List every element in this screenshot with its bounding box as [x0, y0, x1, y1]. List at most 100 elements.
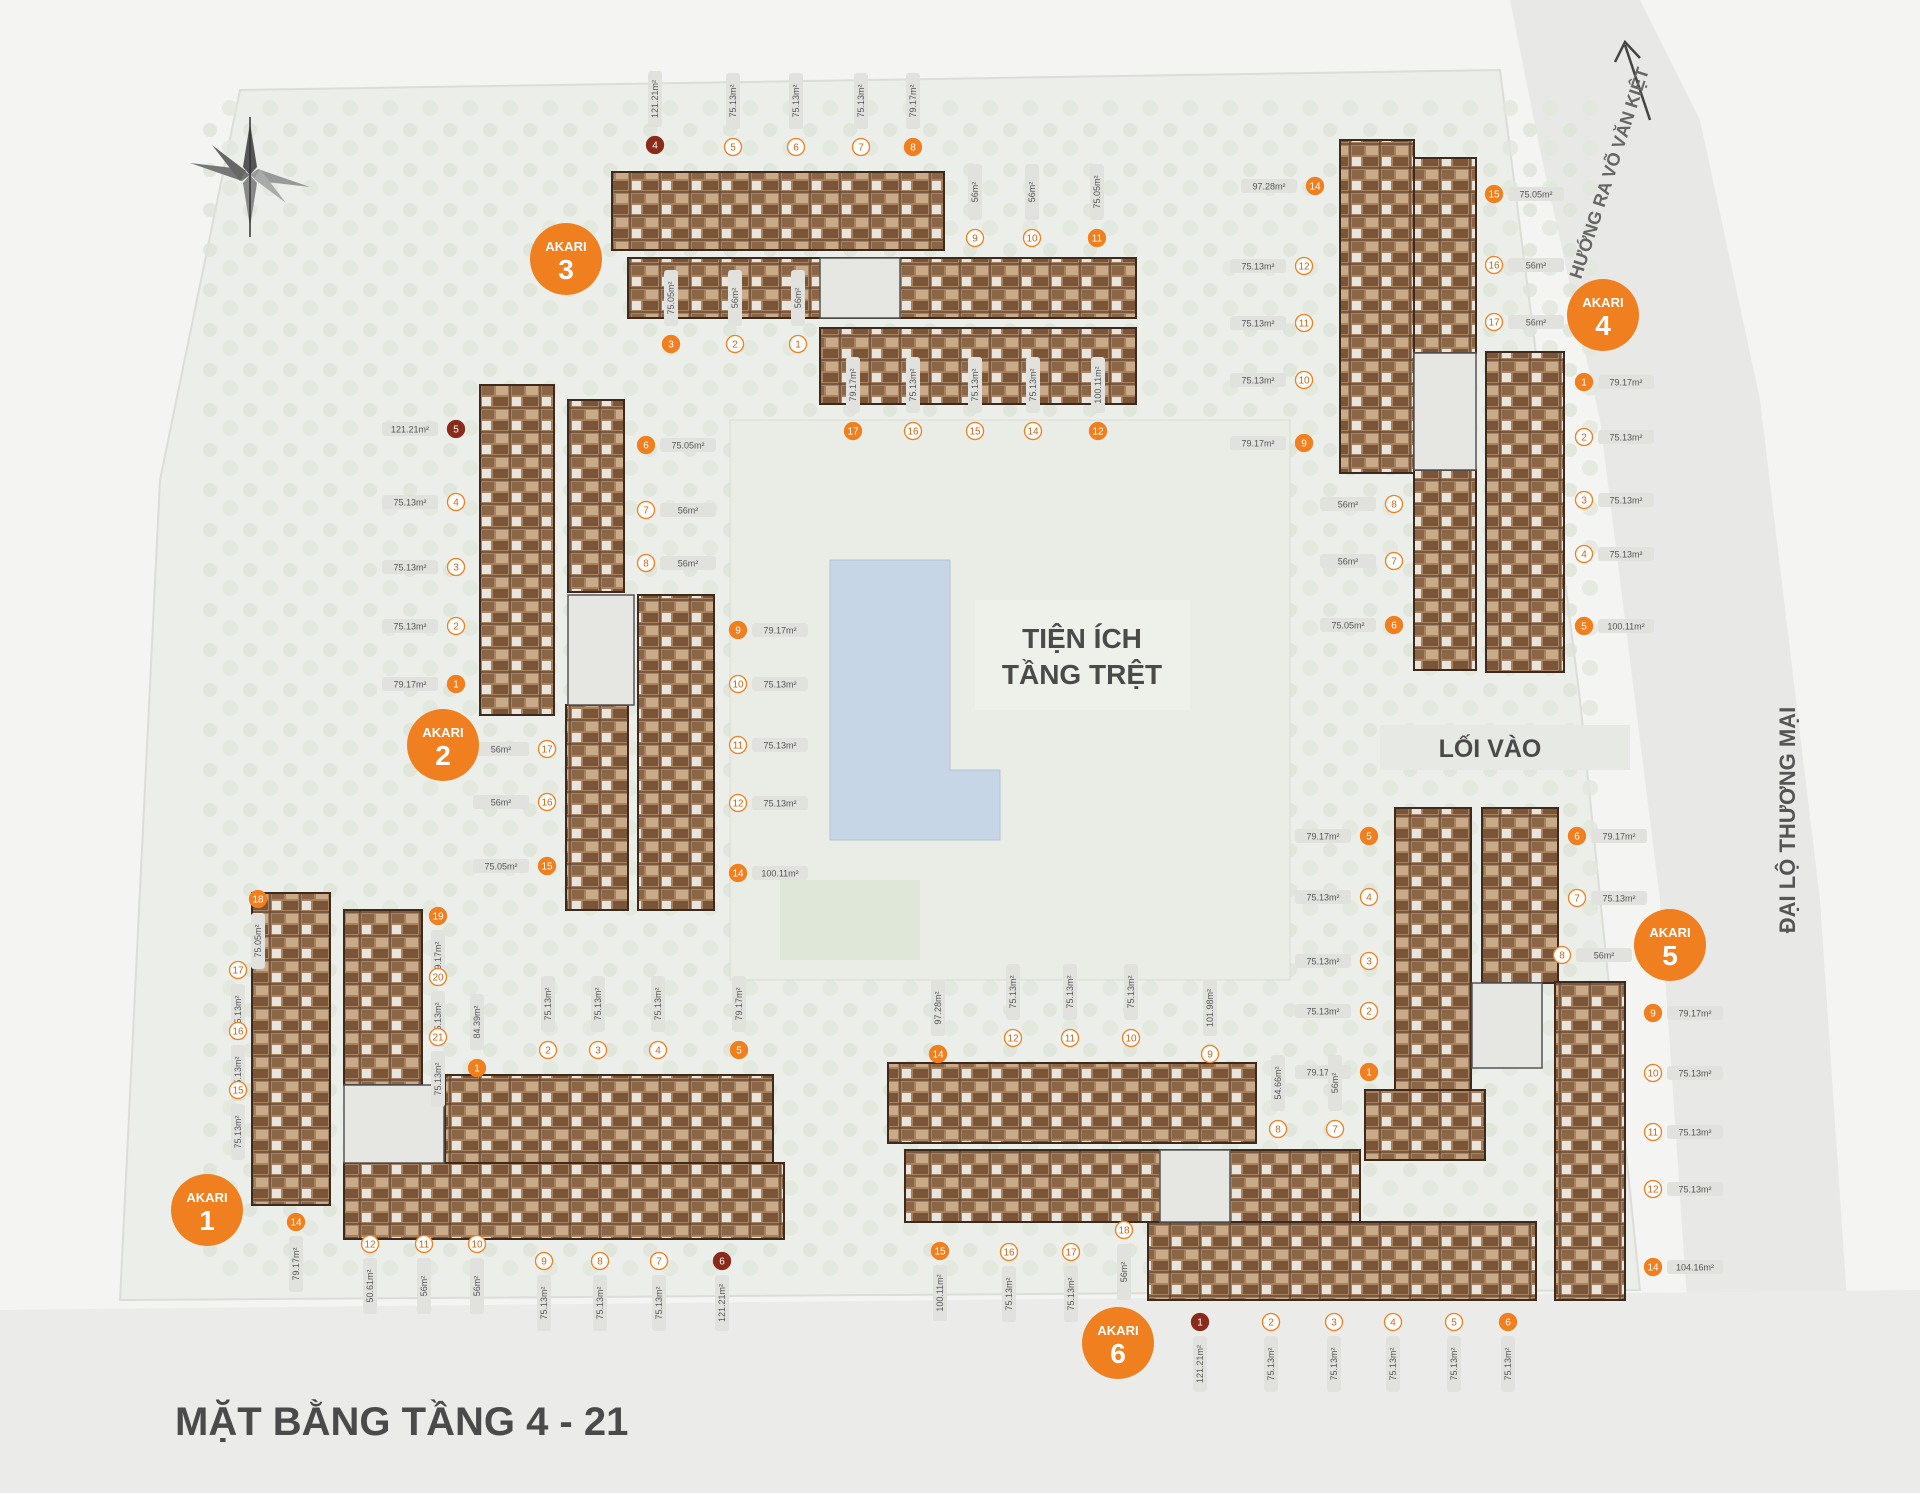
unit-number-label: 21	[432, 1033, 444, 1044]
